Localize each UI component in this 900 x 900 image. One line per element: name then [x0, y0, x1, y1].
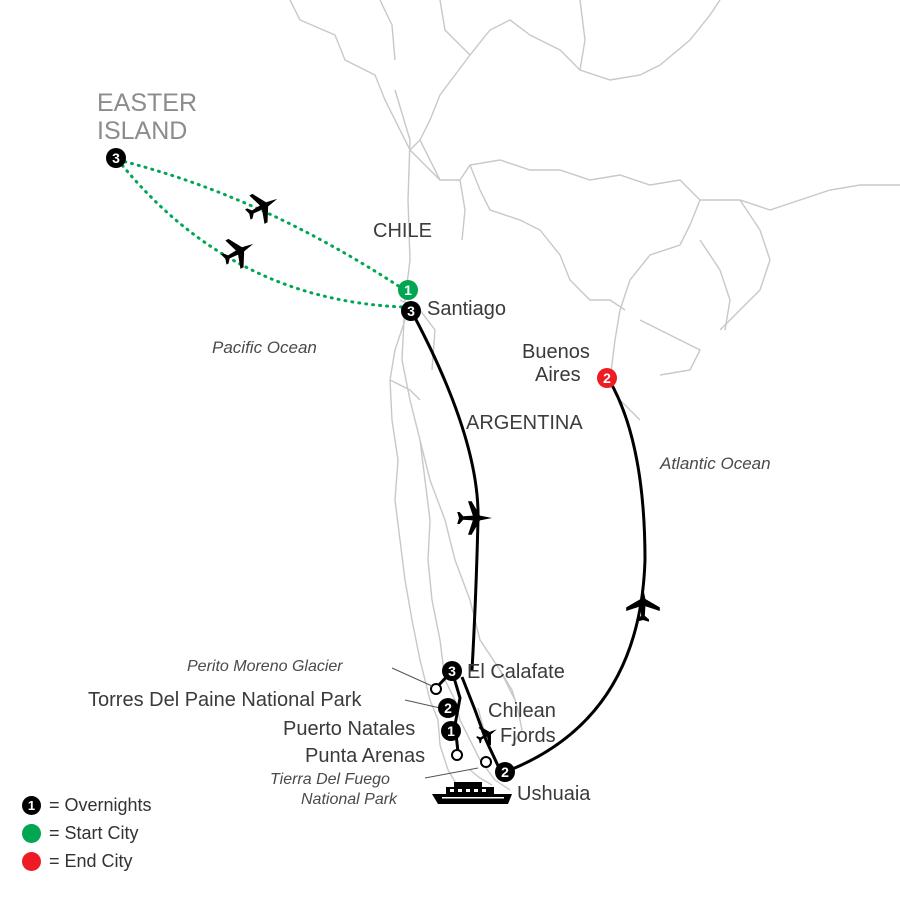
city-santiago: Santiago [427, 298, 506, 320]
easter-island-flights [116, 158, 405, 309]
city-buenos-aires-1: Buenos [522, 341, 590, 363]
marker-el-calafate: 3 [442, 661, 462, 681]
cruise-ship-icon [432, 782, 512, 804]
easter-island-label-2: ISLAND [97, 117, 188, 145]
svg-text:2: 2 [501, 764, 509, 780]
airplane-icon [240, 184, 285, 229]
start-dot-icon [22, 823, 41, 843]
site-markers [430, 683, 492, 768]
overnight-dot-icon: 1 [22, 795, 41, 815]
leader-lines [391, 667, 479, 779]
legend-end-city: = End City [22, 850, 133, 872]
marker-ushuaia: 2 [495, 762, 515, 782]
city-el-calafate: El Calafate [467, 661, 565, 683]
flight-santiago-calafate [410, 311, 480, 671]
markers: 3 1 3 2 3 2 1 2 [106, 148, 617, 782]
site-perito-moreno: Perito Moreno Glacier [187, 658, 343, 675]
svg-text:3: 3 [112, 150, 120, 166]
svg-text:2: 2 [603, 370, 611, 386]
svg-text:1: 1 [404, 282, 412, 298]
country-argentina: ARGENTINA [466, 412, 583, 434]
ocean-pacific: Pacific Ocean [212, 338, 317, 357]
marker-buenos-aires: 2 [597, 368, 617, 388]
marker-santiago: 3 [401, 301, 421, 321]
airplane-icon [626, 587, 660, 622]
city-buenos-aires-2: Aires [535, 364, 581, 386]
svg-text:3: 3 [407, 303, 415, 319]
site-tierra-del-fuego-1: Tierra Del Fuego [270, 771, 390, 788]
ocean-atlantic: Atlantic Ocean [660, 454, 771, 473]
airplane-icon [457, 501, 492, 535]
svg-text:1: 1 [447, 723, 455, 739]
svg-text:2: 2 [444, 700, 452, 716]
chilean-fjords-label-1: Chilean [488, 700, 556, 722]
country-chile: CHILE [373, 220, 432, 242]
airplane-icon [216, 229, 261, 274]
end-dot-icon [22, 851, 41, 871]
chilean-fjords-label-2: Fjords [500, 725, 556, 747]
city-punta-arenas: Punta Arenas [305, 745, 426, 767]
marker-santiago-start: 1 [398, 280, 418, 300]
svg-text:3: 3 [448, 663, 456, 679]
city-ushuaia: Ushuaia [517, 783, 591, 805]
country-borders [289, 0, 900, 803]
flight-ushuaia-buenos-aires [504, 377, 647, 774]
marker-easter-island: 3 [106, 148, 126, 168]
marker-puerto-natales: 1 [441, 721, 461, 741]
legend-start-city: = Start City [22, 822, 139, 844]
easter-island-label-1: EASTER [97, 89, 198, 117]
marker-torres: 2 [438, 698, 458, 718]
site-tierra-del-fuego-2: National Park [301, 791, 398, 808]
city-torres-del-paine: Torres Del Paine National Park [88, 689, 362, 711]
legend-overnights: 1 = Overnights [22, 794, 152, 816]
city-puerto-natales: Puerto Natales [283, 718, 416, 740]
